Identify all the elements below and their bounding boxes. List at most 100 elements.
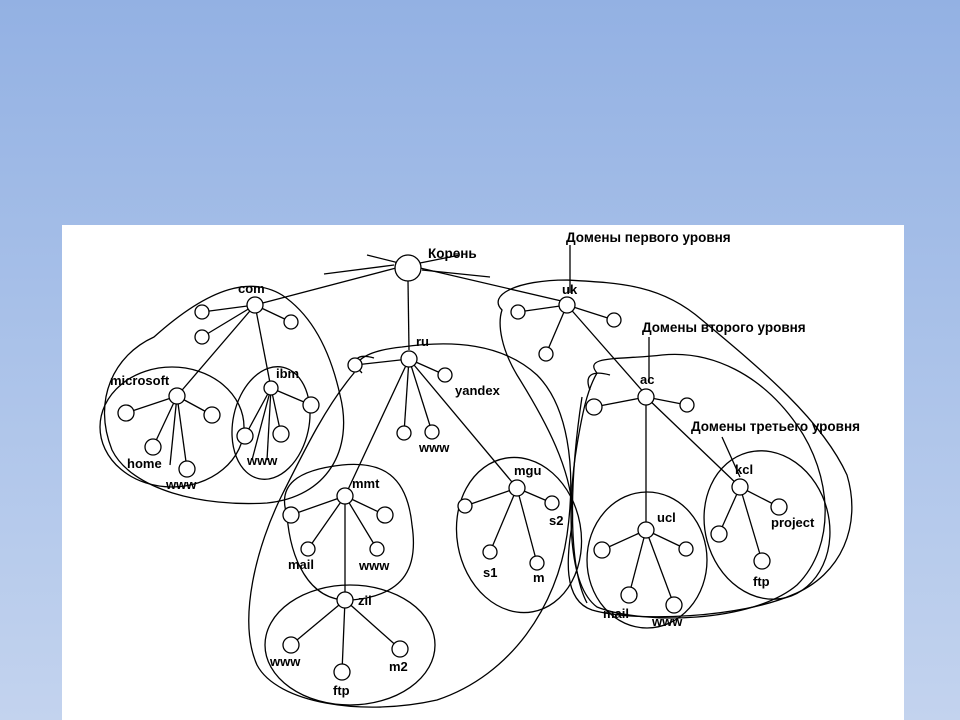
edge-com-ibm [254, 304, 272, 389]
edge-ibm-leaf-5 [266, 387, 272, 461]
edge-root-ru [407, 280, 410, 351]
com-leaf-node [283, 314, 299, 330]
mmt-leaf-node [376, 506, 394, 524]
uk-leaf-node [606, 312, 622, 328]
mgu-label: mgu [514, 463, 542, 478]
kcl-ftp-label: ftp [753, 574, 770, 589]
mmt-www-node [369, 541, 385, 557]
first-level-caption: Домены первого уровня [566, 230, 731, 245]
edge-zil-www [290, 599, 346, 646]
ibm-leaf-node [302, 396, 320, 414]
uk-leaf-node [510, 304, 526, 320]
ac-leaf-node [679, 397, 695, 413]
ru-node [400, 350, 418, 368]
ucl-leaf-node [593, 541, 611, 559]
root-caption: Корень [428, 246, 477, 261]
zil-m2-label: m2 [389, 659, 408, 674]
ibm-node [263, 380, 279, 396]
yandex-label: yandex [455, 383, 501, 398]
edge-zil-m2 [344, 599, 401, 650]
edge-third-level-pointer [721, 436, 741, 478]
ru-www-node [396, 425, 412, 441]
mmt-mail-label: mail [288, 557, 314, 572]
yandex-node [437, 367, 453, 383]
mmt-label: mmt [352, 476, 380, 491]
second-level-caption: Домены второго уровня [642, 320, 806, 335]
ibm-leaf-node [272, 425, 290, 443]
edge-ru-www-2 [408, 358, 433, 433]
kcl-domain-outline [703, 450, 831, 600]
edge-mmt-mail [307, 495, 346, 550]
ibm-label: ibm [276, 366, 299, 381]
zil-label: zil [358, 593, 372, 608]
edge-uk-leaf-3 [545, 304, 568, 355]
ucl-label: ucl [657, 510, 676, 525]
ucl-mail-node [620, 586, 638, 604]
ru-www-node [424, 424, 440, 440]
ibm-leaf-node [236, 427, 254, 445]
ac-domain-inner-outline [587, 372, 611, 391]
edge-ibm-leaf-1 [244, 387, 272, 437]
ac-label: ac [640, 372, 654, 387]
ac-node [637, 388, 655, 406]
microsoft-node [168, 387, 186, 405]
zil-www-label: www [269, 654, 301, 669]
edge-mmt-leaf-1 [290, 495, 346, 516]
ru-www-label: www [418, 440, 450, 455]
edge-mgu-m [516, 487, 538, 564]
zil-ftp-node [333, 663, 351, 681]
zil-www-node [282, 636, 300, 654]
ru-label: ru [416, 334, 429, 349]
project-label: project [771, 515, 815, 530]
edge-uk-ac [566, 304, 647, 396]
mgu-domain-outline [455, 456, 583, 614]
mmt-leaf-node [282, 506, 300, 524]
edge-zil-ftp [341, 599, 346, 673]
edge-ru-mgu [408, 358, 518, 489]
edge-root-stub-1 [323, 264, 395, 275]
kcl-leaf-node [710, 525, 728, 543]
edge-ac-kcl [645, 396, 741, 488]
edge-ru-leaf-1 [354, 358, 410, 366]
uk-leaf-node [538, 346, 554, 362]
mmt-node [336, 487, 354, 505]
ucl-www-node [665, 596, 683, 614]
edge-ac-leaf-1 [593, 396, 647, 408]
uk-label: uk [562, 282, 578, 297]
home-node [144, 438, 162, 456]
ucl-www-label: www [651, 614, 683, 629]
microsoft-leaf-node [117, 404, 135, 422]
mmt-domain-outline [283, 463, 415, 601]
mmt-www-label: www [358, 558, 390, 573]
diagram-panel: Корень Домены первого уровня Домены втор… [62, 225, 904, 720]
ac-leaf-node [585, 398, 603, 416]
edge-ibm-leaf-4 [251, 387, 272, 461]
project-node [770, 498, 788, 516]
s2-node [544, 495, 560, 511]
edge-ucl-mail [628, 529, 647, 596]
ibm-www-label: www [246, 453, 278, 468]
ucl-mail-label: mail [603, 606, 629, 621]
edge-microsoft-www [176, 395, 188, 470]
kcl-node [731, 478, 749, 496]
edge-root-stub-2 [366, 254, 400, 264]
edge-root-com [254, 267, 397, 306]
zil-m2-node [391, 640, 409, 658]
zil-domain-outline [264, 584, 436, 706]
ucl-leaf-node [678, 541, 694, 557]
edge-microsoft-leaf-1 [125, 395, 178, 414]
edge-mgu-leaf-1 [464, 487, 518, 507]
dns-tree-diagram: Корень Домены первого уровня Домены втор… [99, 230, 860, 708]
edge-com-microsoft [176, 304, 256, 397]
microsoft-domain-outline [99, 366, 245, 488]
edge-mmt-www [344, 495, 378, 550]
kcl-ftp-node [753, 552, 771, 570]
mgu-node [508, 479, 526, 497]
microsoft-www-label: www [165, 477, 197, 492]
third-level-caption: Домены третьего уровня [691, 419, 860, 434]
m-node [529, 555, 545, 571]
microsoft-leaf-node [203, 406, 221, 424]
ru-domain-outline [248, 343, 572, 708]
microsoft-label: microsoft [110, 373, 170, 388]
edge-ucl-www [645, 529, 675, 606]
